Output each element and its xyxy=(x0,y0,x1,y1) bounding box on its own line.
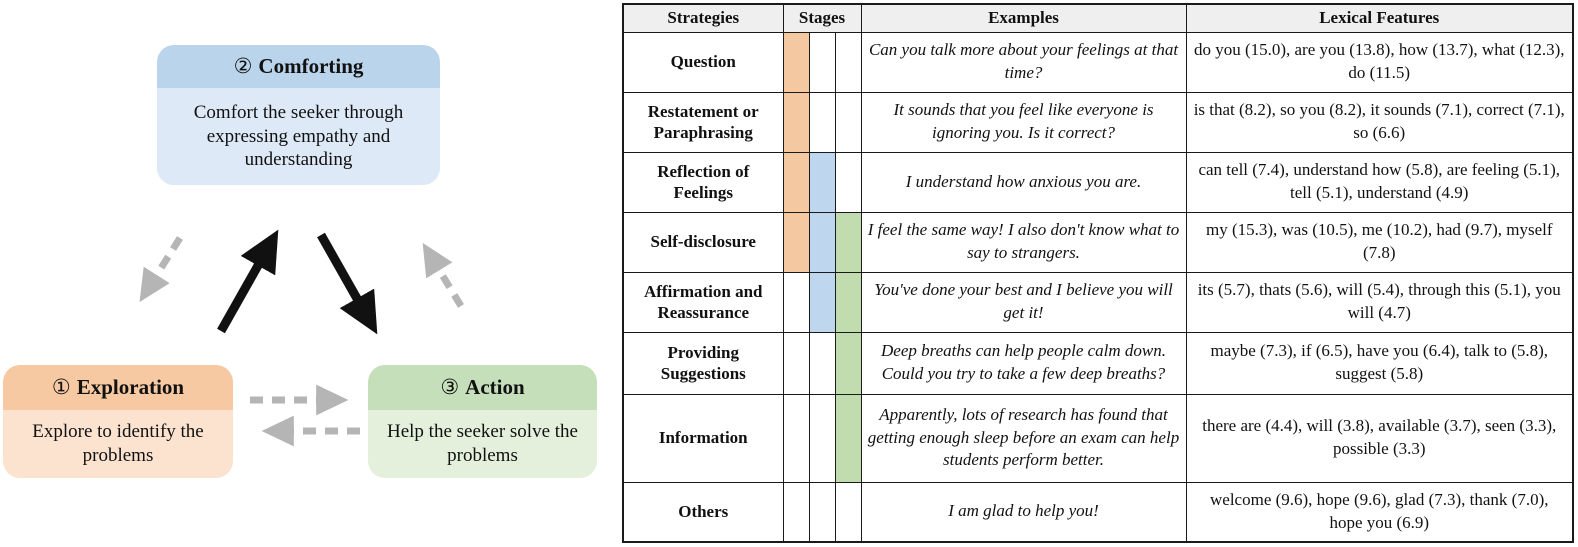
strategy-cell: Question xyxy=(622,31,784,93)
node-exploration-header: ① Exploration xyxy=(3,365,233,410)
example-cell: It sounds that you feel like everyone is… xyxy=(860,91,1187,153)
stage-cell-comforting xyxy=(808,211,836,273)
node-comforting-description: Comfort the seeker through expressing em… xyxy=(157,88,440,185)
node-exploration: ① Exploration Explore to identify the pr… xyxy=(3,365,233,478)
stage-cell-action xyxy=(834,393,862,483)
arrow-dashed-comforting-to-exploration xyxy=(139,236,183,303)
strategy-cell: Affirmation and Reassurance xyxy=(622,271,784,333)
lexical-cell: welcome (9.6), hope (9.6), glad (7.3), t… xyxy=(1185,481,1574,543)
table-row: Question Can you talk more about your fe… xyxy=(622,31,1574,93)
stage-cell-action xyxy=(834,481,862,543)
stage-cell-comforting xyxy=(808,91,836,153)
strategy-cell: Information xyxy=(622,393,784,483)
strategy-cell: Restatement or Paraphrasing xyxy=(622,91,784,153)
stage-cell-comforting xyxy=(808,31,836,93)
table-row: Affirmation and Reassurance You've done … xyxy=(622,271,1574,333)
node-comforting-header: ② Comforting xyxy=(157,45,440,88)
stage-cell-exploration xyxy=(782,331,810,395)
strategy-cell: Providing Suggestions xyxy=(622,331,784,395)
stage-cell-exploration xyxy=(782,393,810,483)
example-cell: I feel the same way! I also don't know w… xyxy=(860,211,1187,273)
stage-cell-exploration xyxy=(782,31,810,93)
node-action-title: Action xyxy=(465,375,525,399)
diagram-arrows xyxy=(139,229,464,447)
col-header-stages: Stages xyxy=(782,3,862,33)
col-header-strategies: Strategies xyxy=(622,3,784,33)
table-row: Others I am glad to help you! welcome (9… xyxy=(622,481,1574,543)
stage-3-number-icon: ③ xyxy=(440,375,460,399)
lexical-cell: can tell (7.4), understand how (5.8), ar… xyxy=(1185,151,1574,213)
strategy-cell: Reflection of Feelings xyxy=(622,151,784,213)
node-exploration-description: Explore to identify the problems xyxy=(3,410,233,478)
stage-1-number-icon: ① xyxy=(51,375,71,399)
strategy-cell: Others xyxy=(622,481,784,543)
table-row: Information Apparently, lots of research… xyxy=(622,393,1574,483)
stage-cell-comforting xyxy=(808,331,836,395)
stage-cell-comforting xyxy=(808,151,836,213)
arrow-dashed-action-to-comforting xyxy=(422,242,464,308)
table-row: Reflection of Feelings I understand how … xyxy=(622,151,1574,213)
node-comforting-title: Comforting xyxy=(258,54,364,78)
col-header-lexical-features: Lexical Features xyxy=(1185,3,1574,33)
node-action: ③ Action Help the seeker solve the probl… xyxy=(368,365,597,478)
example-cell: You've done your best and I believe you … xyxy=(860,271,1187,333)
stage-cell-action xyxy=(834,31,862,93)
stage-cell-exploration xyxy=(782,211,810,273)
node-comforting: ② Comforting Comfort the seeker through … xyxy=(157,45,440,185)
lexical-cell: there are (4.4), will (3.8), available (… xyxy=(1185,393,1574,483)
table-row: Restatement or Paraphrasing It sounds th… xyxy=(622,91,1574,153)
stage-cell-exploration xyxy=(782,91,810,153)
lexical-cell: its (5.7), thats (5.6), will (5.4), thro… xyxy=(1185,271,1574,333)
lexical-cell: maybe (7.3), if (6.5), have you (6.4), t… xyxy=(1185,331,1574,395)
strategy-cell: Self-disclosure xyxy=(622,211,784,273)
stage-cell-exploration xyxy=(782,481,810,543)
stage-cell-action xyxy=(834,151,862,213)
node-action-description: Help the seeker solve the problems xyxy=(368,410,597,478)
lexical-cell: do you (15.0), are you (13.8), how (13.7… xyxy=(1185,31,1574,93)
node-exploration-title: Exploration xyxy=(76,375,185,399)
stage-cell-exploration xyxy=(782,271,810,333)
table-header-row: Strategies Stages Examples Lexical Featu… xyxy=(622,3,1574,33)
stage-2-number-icon: ② xyxy=(233,54,253,78)
table-row: Self-disclosure I feel the same way! I a… xyxy=(622,211,1574,273)
stage-cell-action xyxy=(834,211,862,273)
stage-cell-action xyxy=(834,271,862,333)
arrow-exploration-to-comforting xyxy=(217,229,279,334)
col-header-examples: Examples xyxy=(860,3,1187,33)
lexical-cell: my (15.3), was (10.5), me (10.2), had (9… xyxy=(1185,211,1574,273)
stage-cell-comforting xyxy=(808,271,836,333)
stage-cell-comforting xyxy=(808,481,836,543)
stages-diagram: ② Comforting Comfort the seeker through … xyxy=(0,0,622,547)
table-row: Providing Suggestions Deep breaths can h… xyxy=(622,331,1574,395)
example-cell: I understand how anxious you are. xyxy=(860,151,1187,213)
example-cell: Deep breaths can help people calm down. … xyxy=(860,331,1187,395)
stage-cell-action xyxy=(834,91,862,153)
arrow-comforting-to-action xyxy=(317,232,378,335)
example-cell: Can you talk more about your feelings at… xyxy=(860,31,1187,93)
example-cell: Apparently, lots of research has found t… xyxy=(860,393,1187,483)
node-action-header: ③ Action xyxy=(368,365,597,410)
lexical-cell: is that (8.2), so you (8.2), it sounds (… xyxy=(1185,91,1574,153)
strategies-table: Strategies Stages Examples Lexical Featu… xyxy=(622,3,1574,543)
example-cell: I am glad to help you! xyxy=(860,481,1187,543)
stage-cell-exploration xyxy=(782,151,810,213)
stage-cell-action xyxy=(834,331,862,395)
stage-cell-comforting xyxy=(808,393,836,483)
